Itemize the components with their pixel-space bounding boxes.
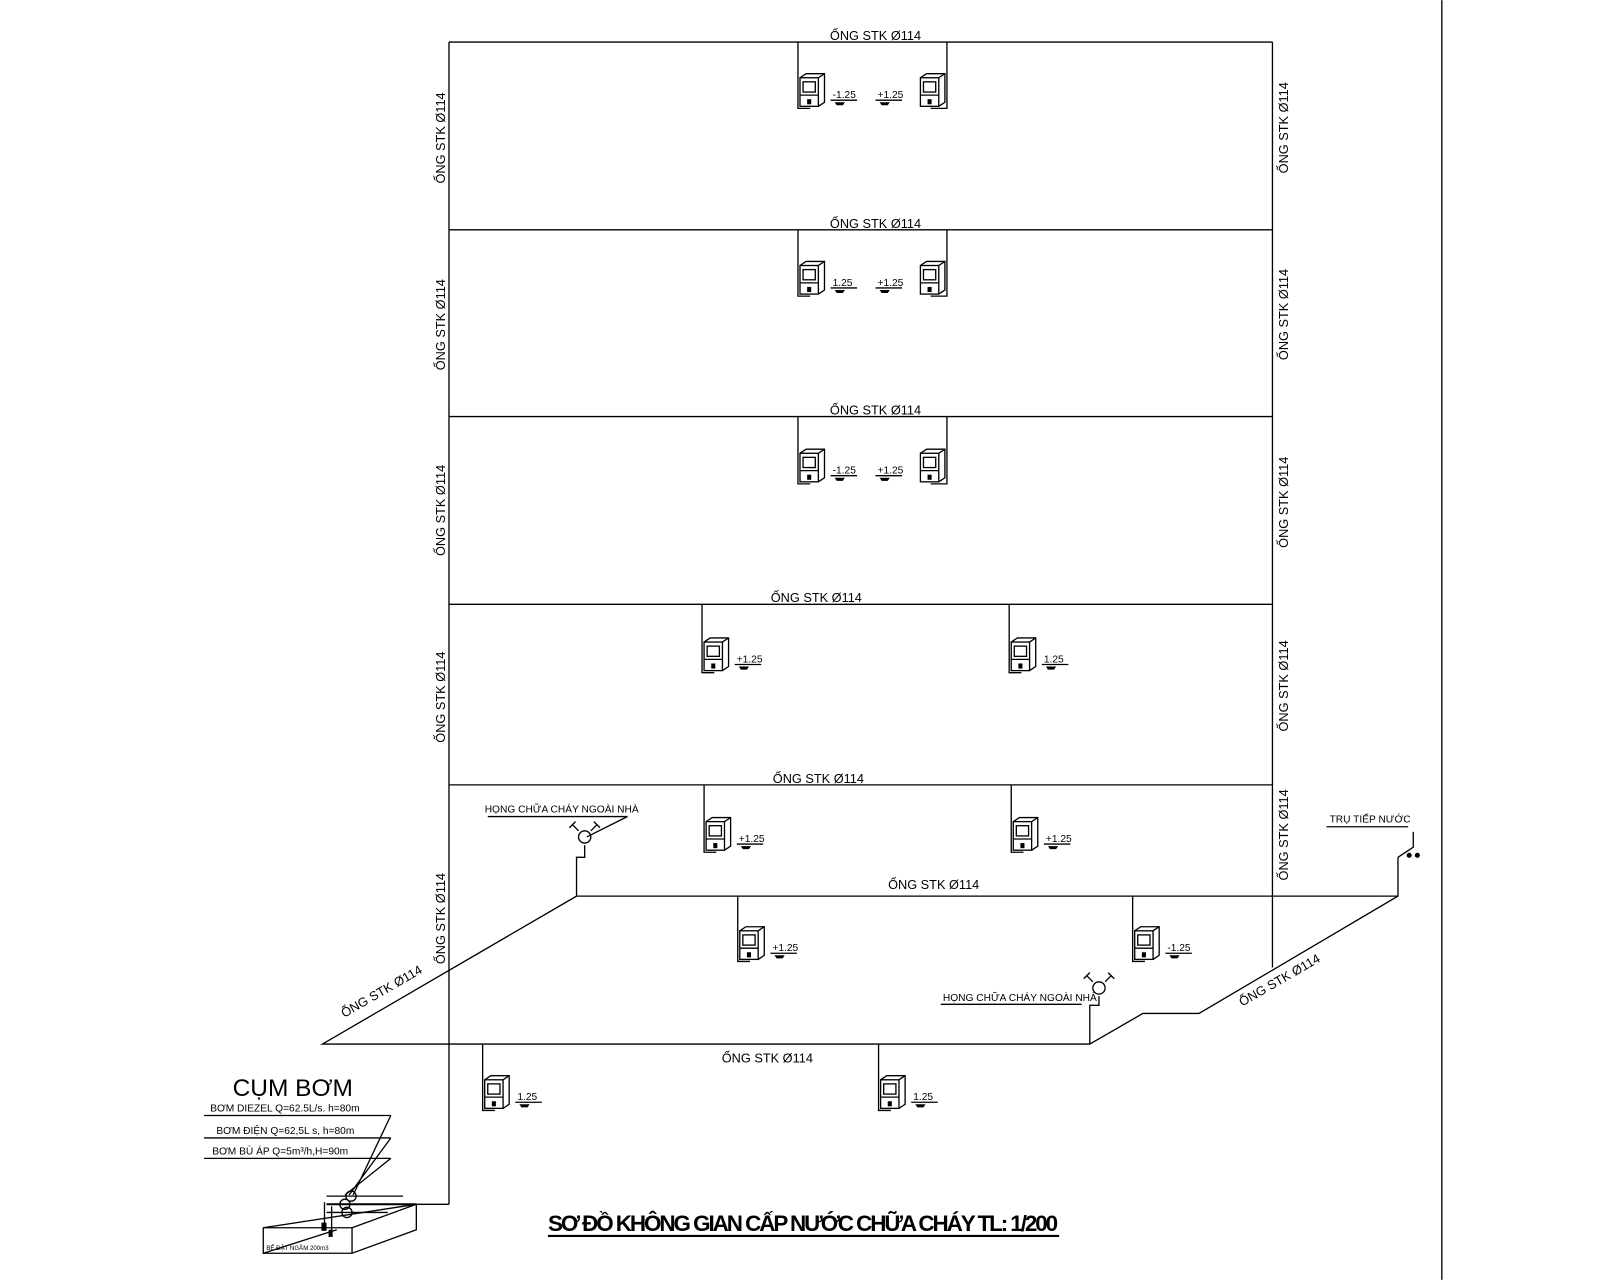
cabinet-icon xyxy=(799,448,826,483)
pipe-loop xyxy=(319,857,1399,1045)
hydrant-label-1: HỌNG CHỮA CHÁY NGOÀI NHÀ xyxy=(485,802,639,815)
cabinet-elevation: +1.25 xyxy=(878,278,904,289)
cabinet-icon xyxy=(1012,816,1039,851)
cabinet-elevation: +1.25 xyxy=(739,834,765,845)
riser-label-right: ỐNG STK Ø114 xyxy=(1276,82,1291,173)
pump-group: CỤM BƠM BƠM DIEZEL Q=62.5L/s. h=80m BƠM … xyxy=(204,1075,417,1254)
cabinet-icon xyxy=(705,816,732,851)
cabinet-icon xyxy=(919,73,946,107)
riser-label-left: ỐNG STK Ø114 xyxy=(433,465,448,556)
pump-group-title: CỤM BƠM xyxy=(233,1075,353,1102)
fire-hose-cabinet: 1.25 xyxy=(1008,604,1069,674)
riser-label-right: ỐNG STK Ø114 xyxy=(1276,457,1291,548)
hydrant-icon xyxy=(577,830,592,844)
pump-item-electric: BƠM ĐIỆN Q=62,5L s, h=80m xyxy=(216,1124,354,1137)
pipe-label-ground: ỐNG STK Ø114 xyxy=(888,877,979,892)
pump-item-diesel: BƠM DIEZEL Q=62.5L/s. h=80m xyxy=(210,1103,359,1114)
fire-hose-cabinets: -1.25 +1.25 1.25 +1.25 -1.25 +1.25 +1.25 1.25 +1… xyxy=(481,42,1192,1112)
underground-tank: BỂ ĐẶT NGẦM 200m3 xyxy=(262,1203,417,1254)
elevation-marker-icon xyxy=(519,1104,530,1108)
cabinet-elevation: 1.25 xyxy=(517,1092,537,1103)
elevation-marker-icon xyxy=(834,290,845,294)
cabinet-icon xyxy=(919,448,946,483)
fire-hose-cabinet: -1.25 xyxy=(1131,896,1192,963)
pump-item-jockey: BƠM BÙ ÁP Q=5m³/h,H=90m xyxy=(212,1144,348,1157)
elevation-marker-icon xyxy=(738,666,749,670)
elevation-marker-icon xyxy=(1169,955,1180,959)
cabinet-elevation: +1.25 xyxy=(1046,834,1072,845)
cabinet-elevation: -1.25 xyxy=(833,466,857,477)
tank-label: BỂ ĐẶT NGẦM 200m3 xyxy=(266,1245,329,1252)
cabinet-icon xyxy=(739,926,765,961)
cabinet-elevation: +1.25 xyxy=(878,90,904,101)
cabinet-icon xyxy=(484,1075,510,1110)
fire-hose-cabinet: -1.25 xyxy=(797,416,858,485)
pipe-label-floor3: ỐNG STK Ø114 xyxy=(830,402,921,417)
cabinet-elevation: 1.25 xyxy=(913,1092,933,1103)
fire-hose-cabinet: 1.25 xyxy=(481,1044,542,1112)
elevation-marker-icon xyxy=(879,290,890,294)
fire-hose-cabinet: 1.25 xyxy=(797,229,858,297)
cabinet-icon xyxy=(1010,637,1037,672)
elevation-marker-icon xyxy=(834,477,845,481)
elevation-marker-icon xyxy=(774,955,785,959)
fire-department-inlet: TRỤ TIẾP NƯỚC xyxy=(1326,813,1420,858)
elevation-marker-icon xyxy=(1045,666,1057,670)
inlet-icon xyxy=(1406,852,1412,858)
riser-label-right: ỐNG STK Ø114 xyxy=(1276,640,1291,731)
pipe-label-diag-right: ỐNG STK Ø114 xyxy=(1236,951,1322,1010)
cabinet-icon xyxy=(703,637,730,672)
drawing-title: SƠ ĐỒ KHÔNG GIAN CẤP NƯỚC CHỮA CHÁY TL: … xyxy=(548,1211,1058,1236)
fire-hose-cabinet: 1.25 xyxy=(877,1044,938,1112)
elevation-marker-icon xyxy=(834,102,845,106)
pipe-labels: ỐNG STK Ø114 ỐNG STK Ø114 ỐNG STK Ø114 Ố… xyxy=(338,28,1322,1065)
pipe-label-floor5: ỐNG STK Ø114 xyxy=(773,771,864,786)
cabinet-icon xyxy=(879,1075,906,1110)
cabinet-icon xyxy=(1134,926,1160,961)
cabinet-elevation: -1.25 xyxy=(833,90,857,101)
riser-label-right: ỐNG STK Ø114 xyxy=(1276,269,1291,360)
riser-label-left: ỐNG STK Ø114 xyxy=(433,279,448,370)
outdoor-hydrant-2: HỌNG CHỮA CHÁY NGOÀI NHÀ xyxy=(940,972,1115,1045)
pipe-network xyxy=(319,41,1399,1205)
riser-label-left: ỐNG STK Ø114 xyxy=(433,873,448,964)
elevation-marker-icon xyxy=(879,102,890,106)
cabinet-elevation: +1.25 xyxy=(878,466,904,477)
riser-label-right: ỐNG STK Ø114 xyxy=(1276,789,1291,880)
fire-hose-cabinet: +1.25 xyxy=(875,416,948,485)
fire-hose-cabinet: +1.25 xyxy=(701,604,763,674)
cabinet-elevation: 1.25 xyxy=(1044,654,1064,665)
inlet-label: TRỤ TIẾP NƯỚC xyxy=(1330,813,1411,826)
riser-label-left: ỐNG STK Ø114 xyxy=(433,652,448,743)
pipe-label-floor1: ỐNG STK Ø114 xyxy=(830,28,921,43)
elevation-marker-icon xyxy=(1047,846,1059,850)
pipe-label-bottom: ỐNG STK Ø114 xyxy=(722,1050,813,1065)
hydrant-label-2: HỌNG CHỮA CHÁY NGOÀI NHÀ xyxy=(943,991,1097,1004)
fire-hose-cabinet: +1.25 xyxy=(703,784,765,853)
fire-hose-cabinet: +1.25 xyxy=(737,896,799,963)
fire-hose-cabinet: -1.25 xyxy=(797,42,858,110)
cabinet-elevation: 1.25 xyxy=(833,278,853,289)
elevation-marker-icon xyxy=(740,846,752,850)
elevation-marker-icon xyxy=(915,1104,926,1108)
pipe-label-diag-left: ỐNG STK Ø114 xyxy=(338,962,424,1021)
hydrant-icon xyxy=(1092,981,1106,995)
cabinet-elevation: +1.25 xyxy=(772,943,798,954)
pipe-label-floor4: ỐNG STK Ø114 xyxy=(771,590,862,605)
cabinet-elevation: +1.25 xyxy=(737,654,763,665)
fire-hose-cabinet: +1.25 xyxy=(1010,784,1072,853)
elevation-marker-icon xyxy=(879,477,890,481)
cabinet-icon xyxy=(799,73,826,107)
riser-label-left: ỐNG STK Ø114 xyxy=(433,92,448,183)
fire-hose-cabinet: +1.25 xyxy=(875,42,948,110)
cabinet-icon xyxy=(799,260,826,295)
pipe-label-floor2: ỐNG STK Ø114 xyxy=(830,216,921,231)
fire-hose-cabinet: +1.25 xyxy=(875,229,948,297)
cabinet-elevation: -1.25 xyxy=(1167,943,1191,954)
cabinet-icon xyxy=(919,260,946,295)
outdoor-hydrant-1: HỌNG CHỮA CHÁY NGOÀI NHÀ xyxy=(485,802,639,897)
